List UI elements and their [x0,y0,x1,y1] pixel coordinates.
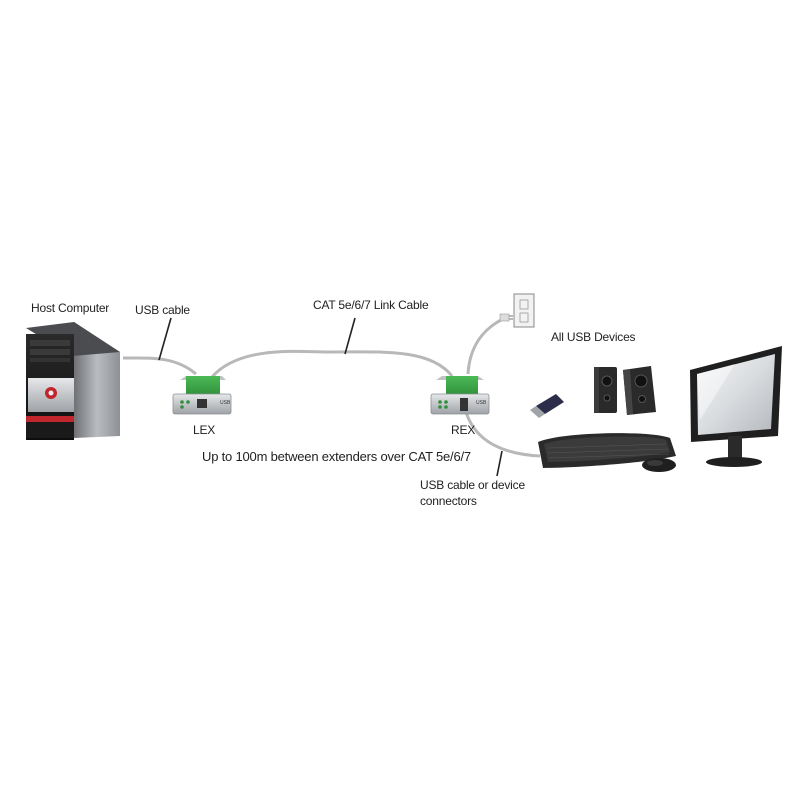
link-cable-label: CAT 5e/6/7 Link Cable [313,298,429,312]
usb-cable-host [122,356,197,376]
device-cable-label-line2: connectors [420,494,477,508]
power-cable [466,316,506,375]
usb-cable-devices [464,411,541,458]
rex-extender-icon: USB [430,376,490,415]
power-plug-icon [499,313,513,322]
link-cable-leader [344,317,356,355]
monitor-icon [690,346,782,467]
rex-label: REX [451,423,476,437]
lex-usb-badge: USB [220,400,231,406]
rex-usb-badge: USB [476,400,487,406]
lex-extender-icon: USB [172,376,232,415]
mouse-icon [642,458,676,472]
device-cable-leader [496,450,503,477]
usb-cable-label: USB cable [135,303,190,317]
speaker-right-icon [623,366,656,415]
usb-cable-leader [158,317,172,361]
wall-outlet-icon [513,293,535,328]
distance-caption: Up to 100m between extenders over CAT 5e… [202,449,471,464]
lex-label: LEX [193,423,216,437]
speaker-left-icon [594,367,617,413]
host-computer-label: Host Computer [31,301,110,315]
keyboard-icon [538,433,676,468]
device-cable-label-line1: USB cable or device [420,478,525,492]
usb-devices-label: All USB Devices [551,330,636,344]
host-computer-icon [26,322,120,440]
usb-flash-drive-icon [530,394,564,418]
link-cable [210,349,454,378]
